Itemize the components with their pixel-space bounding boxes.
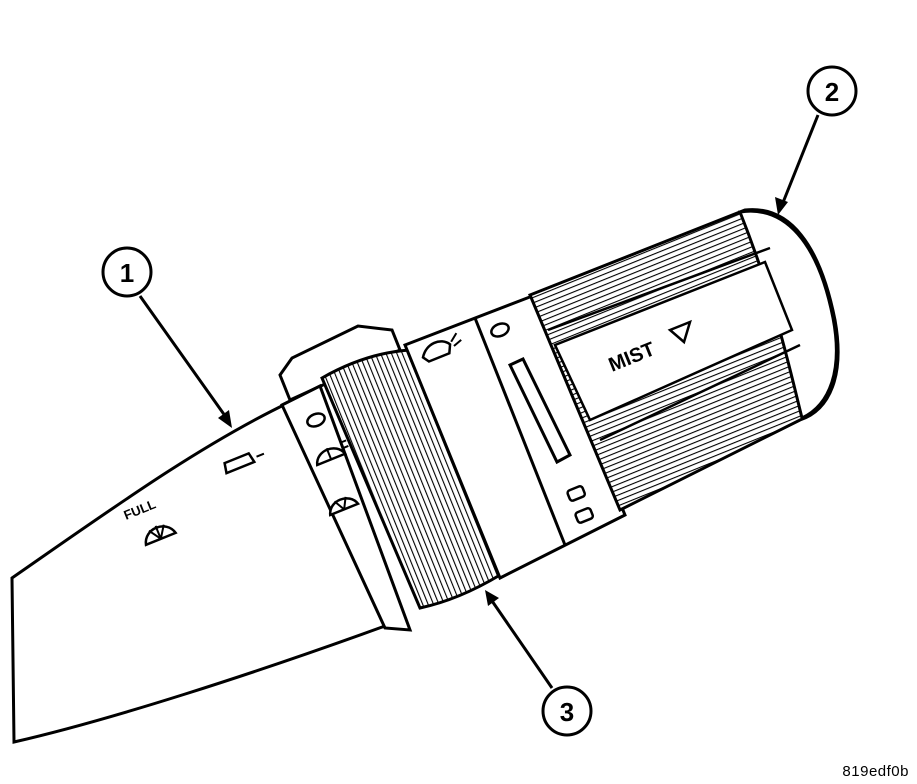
callout-3: 3 [485, 590, 593, 737]
mist-band [553, 260, 794, 422]
callout-1-number: 1 [120, 258, 134, 288]
callout-2: 2 [775, 65, 858, 215]
rear-off-mark [490, 322, 510, 338]
wiper-low-icon [328, 496, 361, 517]
wiper-intermittent-icon [315, 439, 349, 467]
wiper-full-icon [144, 524, 178, 547]
callout-2-number: 2 [825, 77, 839, 107]
washer-icon [421, 332, 462, 363]
mist-arrow-icon [667, 319, 692, 345]
callout-3-number: 3 [560, 697, 574, 727]
wiper-off-icon [306, 412, 326, 428]
wiper-high-icon [223, 451, 265, 475]
callout-1: 1 [101, 246, 232, 428]
figure-id: 819edf0b [842, 763, 909, 780]
rear-wiper-collar [403, 293, 627, 581]
rear-wash-mark [566, 485, 587, 502]
rear-wipe-mark [574, 507, 595, 524]
detent-slot [507, 357, 572, 465]
